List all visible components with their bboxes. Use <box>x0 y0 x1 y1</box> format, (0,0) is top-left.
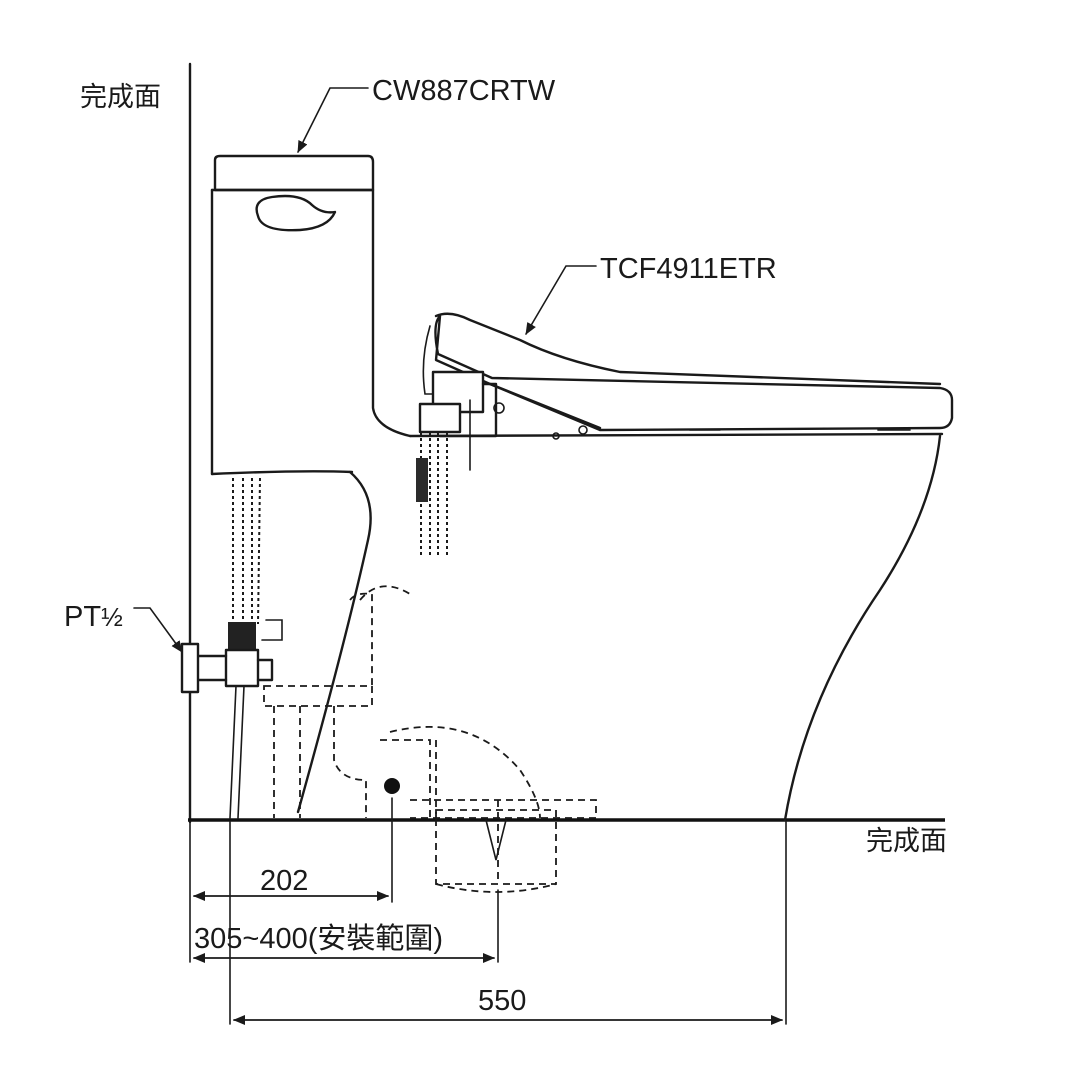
finished-surface-floor-label: 完成面 <box>866 826 947 857</box>
toilet-bowl <box>296 432 944 822</box>
dim-rough-in-value: 202 <box>260 865 308 897</box>
supply-thread-fraction: ½ <box>101 602 123 632</box>
washlet-seat <box>418 312 954 471</box>
toilet-tank <box>210 154 412 476</box>
dimension-lines <box>189 797 787 1025</box>
finished-surface-wall-label: 完成面 <box>80 82 161 113</box>
supply-thread-prefix: PT <box>64 601 101 633</box>
supply-thread-label: PT½ <box>64 601 123 633</box>
seat-supply-hoses <box>416 432 448 556</box>
drain-hidden-lines <box>263 585 597 893</box>
tank-supply-assembly <box>180 477 283 819</box>
dim-total-depth-value: 550 <box>478 985 526 1017</box>
flush-lever <box>255 194 337 232</box>
toilet-model-label: CW887CRTW <box>372 75 556 107</box>
seat-model-label: TCF4911ETR <box>600 253 777 285</box>
label-leaders <box>133 87 597 653</box>
dim-install-range-value: 305~400(安裝範圍) <box>194 922 443 955</box>
